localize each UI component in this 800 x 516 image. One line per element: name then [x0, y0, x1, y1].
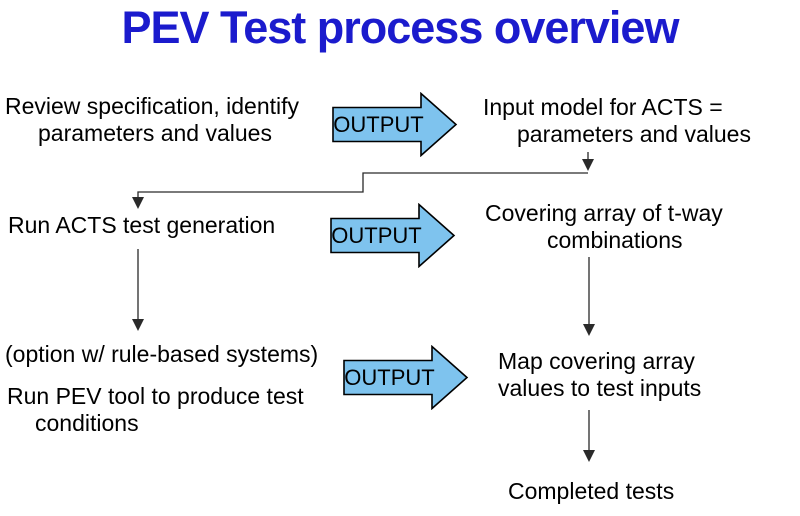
page-title: PEV Test process overview [121, 2, 680, 53]
output-arrow-2: OUTPUT [330, 203, 456, 268]
output-label-3: OUTPUT [344, 364, 435, 390]
step-map-covering-array: Map covering array values to test inputs [498, 348, 702, 401]
step-input-model: Input model for ACTS = parameters and va… [483, 94, 751, 147]
right-arrow-icon [343, 345, 469, 410]
step-review-specification: Review specification, identify parameter… [5, 93, 300, 146]
connector-inputmodel-to-runacts [132, 172, 588, 209]
output-label-1: OUTPUT [333, 111, 424, 137]
right-arrow-icon [330, 203, 456, 268]
right-arrow-icon [332, 92, 458, 157]
step-covering-array: Covering array of t-way combinations [485, 200, 723, 253]
output-arrow-3: OUTPUT [343, 345, 469, 410]
step-option-note: (option w/ rule-based systems) [5, 341, 319, 367]
step-completed-tests: Completed tests [508, 478, 675, 504]
step-run-pev: Run PEV tool to produce test conditions [7, 383, 304, 436]
output-arrow-1: OUTPUT [332, 92, 458, 157]
step-run-acts: Run ACTS test generation [8, 212, 276, 238]
output-label-2: OUTPUT [331, 222, 422, 248]
